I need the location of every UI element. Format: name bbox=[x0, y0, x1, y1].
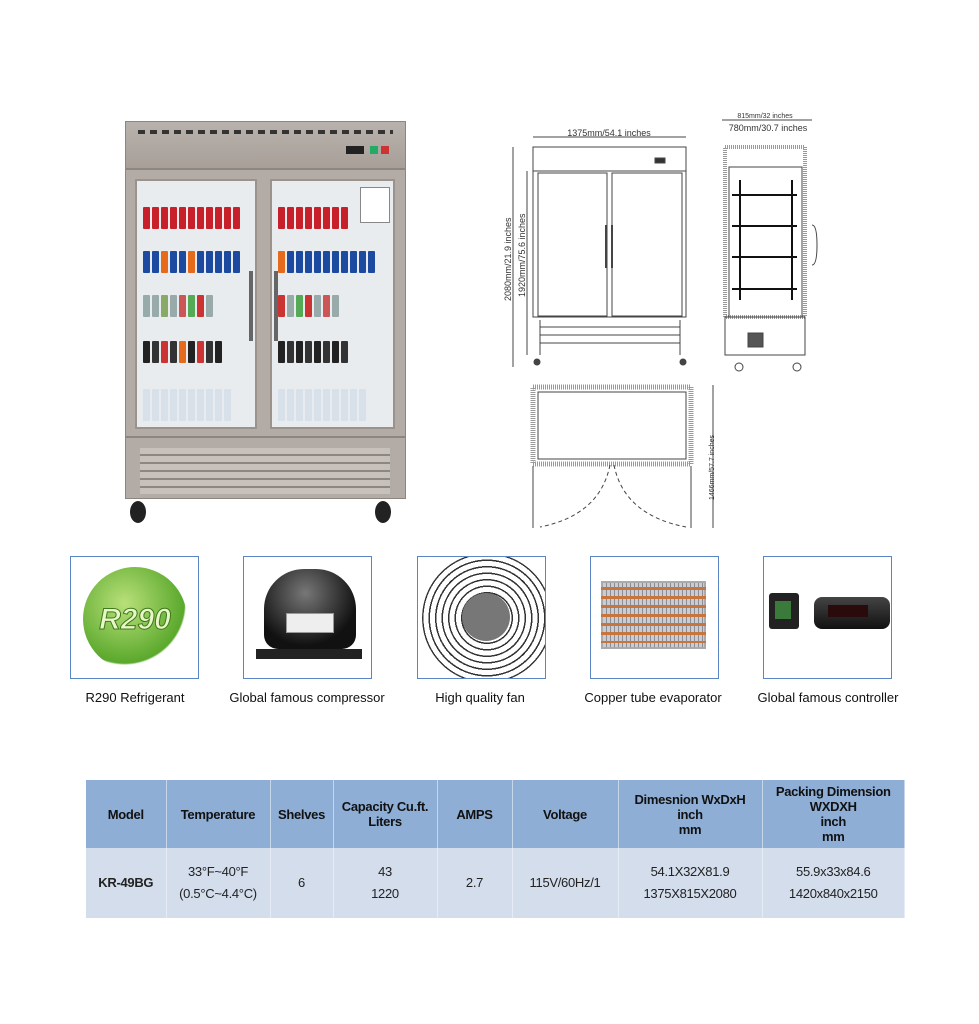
front-width-label: 1375mm/54.1 inches bbox=[567, 128, 651, 138]
cell-model: KR-49BG bbox=[86, 848, 167, 918]
feature-label: Global famous compressor bbox=[229, 690, 385, 705]
compressor-icon bbox=[264, 569, 356, 649]
dimension-drawings: 1375mm/54.1 inches 2080mm/21.9 inches 19… bbox=[503, 113, 818, 528]
louvered-base bbox=[125, 437, 406, 499]
switch-icon bbox=[370, 146, 378, 154]
caster-wheel bbox=[130, 501, 146, 523]
top-open-depth-label: 1466mm/57.7 inches bbox=[709, 435, 716, 500]
product-photo-refrigerator bbox=[125, 121, 406, 526]
switch-icon bbox=[769, 593, 799, 629]
side-body-depth-label: 780mm/30.7 inches bbox=[729, 123, 808, 133]
feature-label: Copper tube evaporator bbox=[584, 690, 722, 705]
front-view-drawing: 1375mm/54.1 inches 2080mm/21.9 inches 19… bbox=[503, 128, 687, 367]
front-total-height-label: 2080mm/21.9 inches bbox=[503, 217, 513, 301]
header-shelves: Shelves bbox=[270, 780, 334, 848]
controller-icon bbox=[814, 597, 890, 629]
cell-packing-dimension: 55.9x33x84.6 1420x840x2150 bbox=[762, 848, 905, 918]
header-model: Model bbox=[86, 780, 167, 848]
feature-label: R290 Refrigerant bbox=[85, 690, 185, 705]
controller-display bbox=[346, 146, 364, 154]
side-view-drawing: 815mm/32 inches 780mm/30.7 inches bbox=[722, 113, 818, 372]
header-voltage: Voltage bbox=[512, 780, 619, 848]
price-card bbox=[360, 187, 390, 223]
header-dimension: Dimesnion WxDxH inch mm bbox=[618, 780, 763, 848]
recycle-leaf-icon bbox=[83, 567, 187, 671]
packing-mm: 1420x840x2150 bbox=[788, 886, 878, 901]
door-handle bbox=[274, 271, 278, 341]
top-view-drawing: 1466mm/57.7 inches bbox=[530, 384, 716, 528]
table-header-row: Model Temperature Shelves Capacity Cu.ft… bbox=[86, 780, 905, 848]
feature-image-r290: R290 bbox=[70, 556, 199, 679]
left-glass-door bbox=[135, 179, 257, 429]
caster-wheel bbox=[375, 501, 391, 523]
feature-image-compressor bbox=[243, 556, 372, 679]
feature-image-controller bbox=[763, 556, 892, 679]
cell-capacity: 43 1220 bbox=[333, 848, 438, 918]
capacity-cuft: 43 bbox=[378, 864, 392, 879]
header-capacity: Capacity Cu.ft. Liters bbox=[333, 780, 438, 848]
cell-dimension: 54.1X32X81.9 1375X815X2080 bbox=[618, 848, 763, 918]
spec-table: Model Temperature Shelves Capacity Cu.ft… bbox=[86, 780, 905, 918]
switch-icon bbox=[381, 146, 389, 154]
dimension-mm: 1375X815X2080 bbox=[643, 886, 737, 901]
temp-celsius: (0.5°C~4.4°C) bbox=[179, 886, 257, 901]
feature-image-evaporator bbox=[590, 556, 719, 679]
r290-logo-text: R290 bbox=[99, 603, 172, 637]
cell-shelves: 6 bbox=[270, 848, 334, 918]
header-amps: AMPS bbox=[437, 780, 513, 848]
temp-fahrenheit: 33°F~40°F bbox=[187, 864, 249, 879]
header-temperature: Temperature bbox=[166, 780, 271, 848]
feature-image-fan bbox=[417, 556, 546, 679]
door-handle bbox=[249, 271, 253, 341]
packing-inch: 55.9x33x84.6 bbox=[796, 864, 871, 879]
header-packing-dimension: Packing Dimension WXDXH inch mm bbox=[762, 780, 905, 848]
capacity-liters: 1220 bbox=[371, 886, 399, 901]
feature-label: Global famous controller bbox=[757, 690, 899, 705]
cell-amps: 2.7 bbox=[437, 848, 513, 918]
dimension-inch: 54.1X32X81.9 bbox=[650, 864, 730, 879]
cell-voltage: 115V/60Hz/1 bbox=[512, 848, 619, 918]
cell-temperature: 33°F~40°F (0.5°C~4.4°C) bbox=[166, 848, 271, 918]
feature-label: High quality fan bbox=[435, 690, 525, 705]
side-total-depth-label: 815mm/32 inches bbox=[737, 113, 793, 120]
front-body-height-label: 1920mm/75.6 inches bbox=[517, 213, 527, 297]
right-glass-door bbox=[270, 179, 395, 429]
fridge-top-panel bbox=[125, 121, 406, 169]
